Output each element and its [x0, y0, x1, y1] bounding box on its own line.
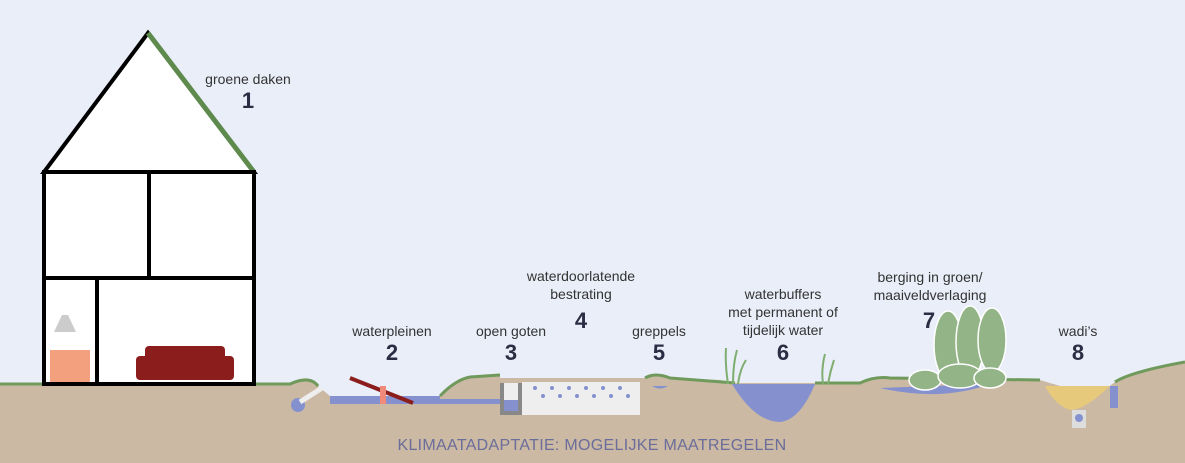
kitchen-hood-icon [54, 315, 76, 332]
kitchen-cabinet-icon [50, 350, 90, 382]
label-water-squares: waterpleinen [352, 322, 431, 340]
sofa-icon [136, 346, 234, 380]
number-5: 5 [652, 340, 666, 365]
label-ditches: greppels [632, 322, 686, 340]
label-line: berging in groen/ [877, 269, 983, 285]
label-line: met permanent of [728, 304, 838, 320]
caption: KLIMAATADAPTATIE: MOGELIJKE MAATREGELEN [397, 437, 787, 454]
label-line: greppels [632, 323, 686, 339]
label-line: open goten [475, 323, 547, 339]
label-line: wadi’s [1058, 323, 1098, 339]
number-2: 2 [385, 340, 399, 365]
label-line: maaiveldverlaging [873, 287, 987, 303]
wadi-soil [1045, 386, 1110, 410]
label-permeable-paving: waterdoorlatende bestrating [527, 267, 635, 303]
green-roof [146, 31, 256, 174]
reeds-icon [724, 347, 835, 385]
number-6: 6 [776, 340, 790, 365]
label-green-storage: berging in groen/maaiveldverlaging [874, 268, 987, 304]
label-water-buffers: waterbuffers met permanent of tijdelijk wa… [728, 285, 838, 339]
number-3: 3 [504, 340, 518, 365]
number-1: 1 [241, 88, 255, 113]
label-open-gutters: open goten [476, 322, 546, 340]
label-line: waterpleinen [352, 323, 432, 339]
number-4: 4 [574, 308, 588, 333]
number-8: 8 [1071, 340, 1085, 365]
pond [732, 384, 815, 422]
label-green-roofs: groene daken [205, 70, 291, 88]
house [40, 29, 259, 386]
trees-icon [908, 305, 1007, 391]
grass-line [0, 360, 1185, 398]
label-wadis: wadi’s [1059, 322, 1098, 340]
permeable-paving [522, 382, 640, 415]
label-line: waterdoorlatende [526, 268, 636, 284]
label-line: groene daken [205, 71, 291, 87]
number-7: 7 [922, 308, 936, 333]
label-line: waterbuffers [744, 286, 822, 302]
label-line: bestrating [550, 286, 612, 302]
ditch-water [652, 386, 668, 389]
label-line: tijdelijk water [742, 322, 824, 338]
